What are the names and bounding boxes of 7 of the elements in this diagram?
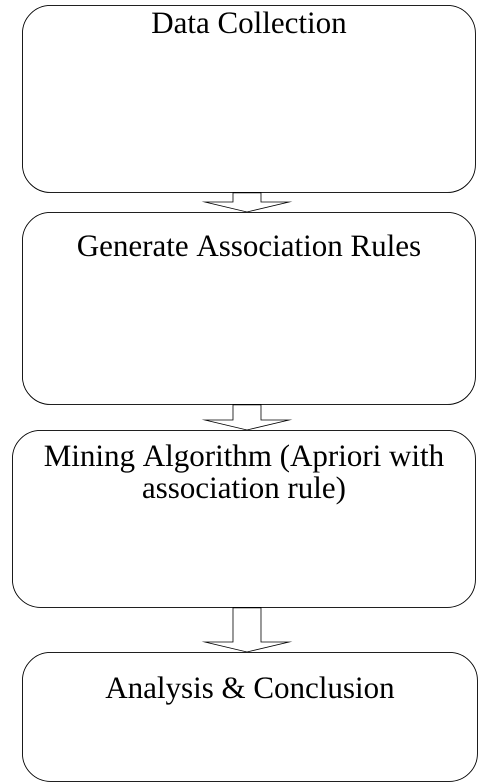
block-arrow [202,192,292,212]
process-box: Data Collection [22,5,476,193]
process-box: Mining Algorithm (Apriori with association rule) [12,430,476,608]
process-box: Generate Association Rules [22,212,476,405]
block-arrow [202,404,292,430]
block-arrow [202,608,292,652]
process-box: Analysis & Conclusion [22,652,478,782]
